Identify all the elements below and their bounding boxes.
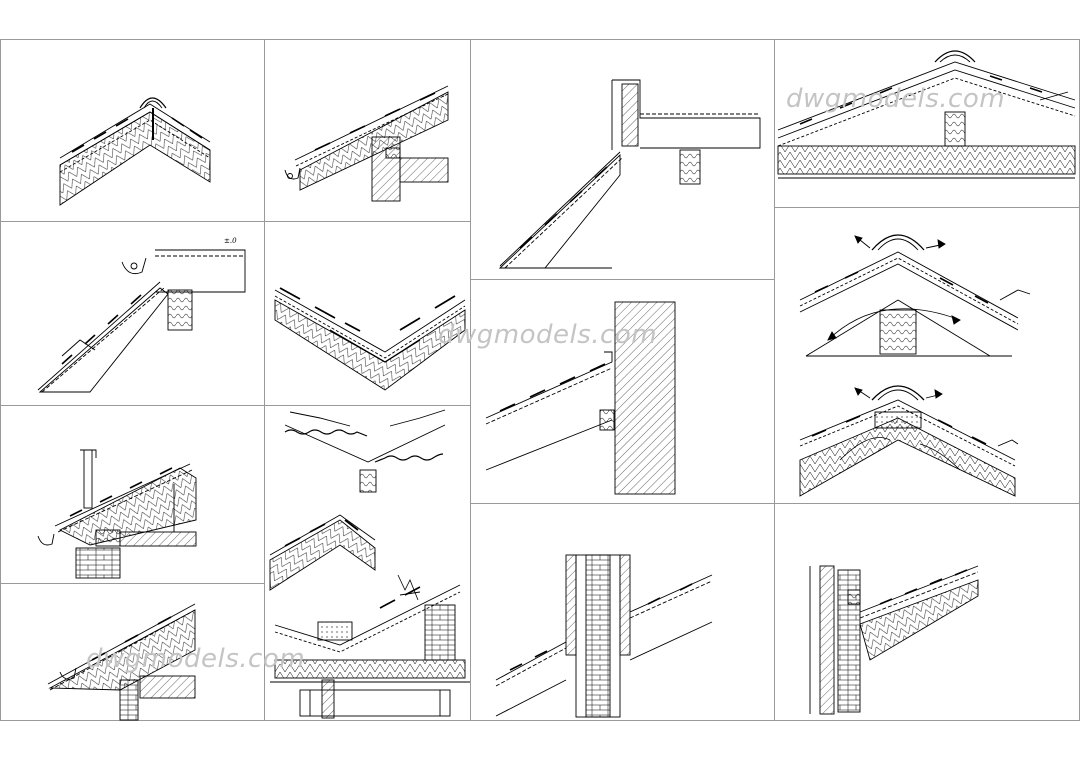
sheet-frame bbox=[0, 39, 1080, 721]
detail-valley-complex bbox=[269, 514, 470, 719]
detail-ridge-vent-2 bbox=[799, 234, 1031, 357]
detail-wall-abutment-2 bbox=[809, 565, 979, 715]
detail-eave-gutter-3 bbox=[47, 603, 196, 721]
detail-eave-gutter-1 bbox=[284, 85, 449, 202]
detail-valley-1 bbox=[274, 287, 466, 391]
level-mark-label: ±.0 bbox=[224, 237, 237, 245]
watermark-top-right: dwgmodels.com bbox=[786, 84, 1006, 114]
detail-wall-abutment-1 bbox=[485, 301, 676, 495]
watermark-center: dwgmodels.com bbox=[438, 320, 658, 350]
detail-chimney bbox=[495, 554, 713, 718]
detail-parapet-1 bbox=[498, 79, 761, 269]
detail-eave-vent-pipe bbox=[37, 449, 197, 579]
detail-ridge-vent-3 bbox=[799, 385, 1019, 497]
detail-valley-2 bbox=[284, 409, 446, 493]
detail-eave-gutter-2 bbox=[37, 249, 246, 393]
detail-ridge-1 bbox=[59, 97, 211, 206]
watermark-bottom-left: dwgmodels.com bbox=[86, 644, 306, 674]
detail-ridge-vent-1 bbox=[777, 50, 1076, 179]
